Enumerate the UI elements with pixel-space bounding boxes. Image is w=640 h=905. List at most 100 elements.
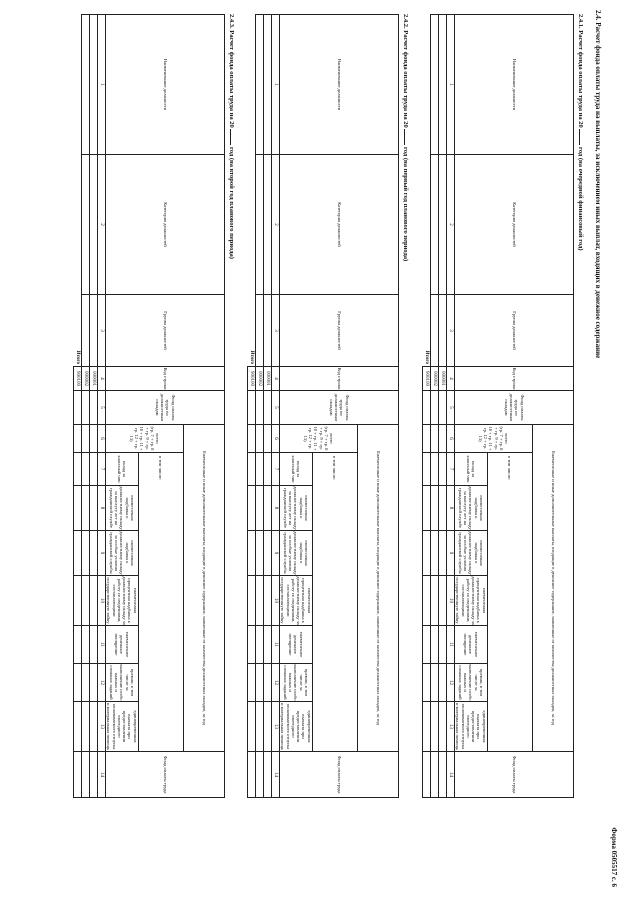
table-cell[interactable] [430,154,439,295]
total-cell[interactable] [422,452,431,486]
total-cell[interactable] [73,625,82,664]
table-cell[interactable] [81,154,90,295]
table-cell[interactable] [438,530,447,576]
table-cell[interactable] [89,154,98,295]
table-cell[interactable] [438,14,447,155]
total-cell[interactable] [73,663,82,702]
total-cell[interactable] [247,485,256,531]
table-cell[interactable] [81,294,90,367]
table-cell[interactable] [430,14,439,155]
total-cell[interactable] [73,575,82,626]
total-cell[interactable] [422,663,431,702]
table-cell[interactable] [89,452,98,486]
total-cell[interactable] [73,701,82,752]
table-cell[interactable] [430,751,439,798]
table-cell[interactable] [263,663,272,702]
table-cell[interactable] [81,390,90,425]
table-cell[interactable] [89,14,98,155]
total-cell[interactable] [73,390,82,425]
table-cell[interactable] [89,625,98,664]
table-cell[interactable] [263,575,272,626]
table-cell[interactable] [255,14,264,155]
table-cell[interactable] [255,485,264,531]
table-cell[interactable] [263,701,272,752]
total-cell[interactable] [247,424,256,453]
total-cell[interactable] [422,424,431,453]
table-cell[interactable] [430,452,439,486]
table-cell[interactable] [81,452,90,486]
table-cell[interactable] [89,575,98,626]
table-cell[interactable] [255,390,264,425]
table-cell[interactable] [430,575,439,626]
table-cell[interactable] [255,154,264,295]
total-cell[interactable] [73,485,82,531]
table-cell[interactable] [438,424,447,453]
total-cell[interactable] [422,751,431,798]
table-cell[interactable] [438,663,447,702]
table-cell[interactable] [430,625,439,664]
total-cell[interactable] [422,485,431,531]
total-cell[interactable] [247,701,256,752]
table-cell[interactable] [430,294,439,367]
table-cell[interactable] [438,452,447,486]
total-cell[interactable] [422,390,431,425]
total-cell[interactable] [247,390,256,425]
total-cell[interactable] [247,575,256,626]
table-cell[interactable] [81,530,90,576]
table-cell[interactable] [255,701,264,752]
table-cell[interactable] [81,625,90,664]
table-cell[interactable] [81,575,90,626]
table-cell[interactable] [81,751,90,798]
table-cell[interactable] [81,424,90,453]
table-cell[interactable] [81,485,90,531]
table-cell[interactable] [438,390,447,425]
table-cell[interactable] [263,530,272,576]
total-cell[interactable] [247,530,256,576]
table-cell[interactable] [438,485,447,531]
total-cell[interactable] [422,575,431,626]
table-cell[interactable] [430,701,439,752]
total-cell[interactable] [247,751,256,798]
table-cell[interactable] [255,625,264,664]
table-cell[interactable] [255,751,264,798]
table-cell[interactable] [255,294,264,367]
table-cell[interactable] [263,452,272,486]
table-cell[interactable] [263,154,272,295]
total-cell[interactable] [73,424,82,453]
table-cell[interactable] [263,625,272,664]
table-cell[interactable] [430,390,439,425]
table-cell[interactable] [263,390,272,425]
table-cell[interactable] [438,625,447,664]
table-cell[interactable] [255,530,264,576]
table-cell[interactable] [255,452,264,486]
table-cell[interactable] [263,485,272,531]
table-cell[interactable] [438,575,447,626]
table-cell[interactable] [430,424,439,453]
table-cell[interactable] [263,751,272,798]
total-cell[interactable] [422,625,431,664]
total-cell[interactable] [73,530,82,576]
total-cell[interactable] [247,452,256,486]
table-cell[interactable] [255,663,264,702]
total-cell[interactable] [73,452,82,486]
table-cell[interactable] [81,701,90,752]
total-cell[interactable] [73,751,82,798]
table-cell[interactable] [89,530,98,576]
total-cell[interactable] [247,625,256,664]
table-cell[interactable] [430,530,439,576]
table-cell[interactable] [263,294,272,367]
table-cell[interactable] [89,663,98,702]
table-cell[interactable] [81,14,90,155]
table-cell[interactable] [263,14,272,155]
table-cell[interactable] [255,424,264,453]
table-cell[interactable] [89,424,98,453]
table-cell[interactable] [438,751,447,798]
table-cell[interactable] [89,751,98,798]
table-cell[interactable] [89,390,98,425]
table-cell[interactable] [438,154,447,295]
table-cell[interactable] [255,575,264,626]
table-cell[interactable] [438,294,447,367]
table-cell[interactable] [89,485,98,531]
table-cell[interactable] [89,701,98,752]
total-cell[interactable] [422,701,431,752]
